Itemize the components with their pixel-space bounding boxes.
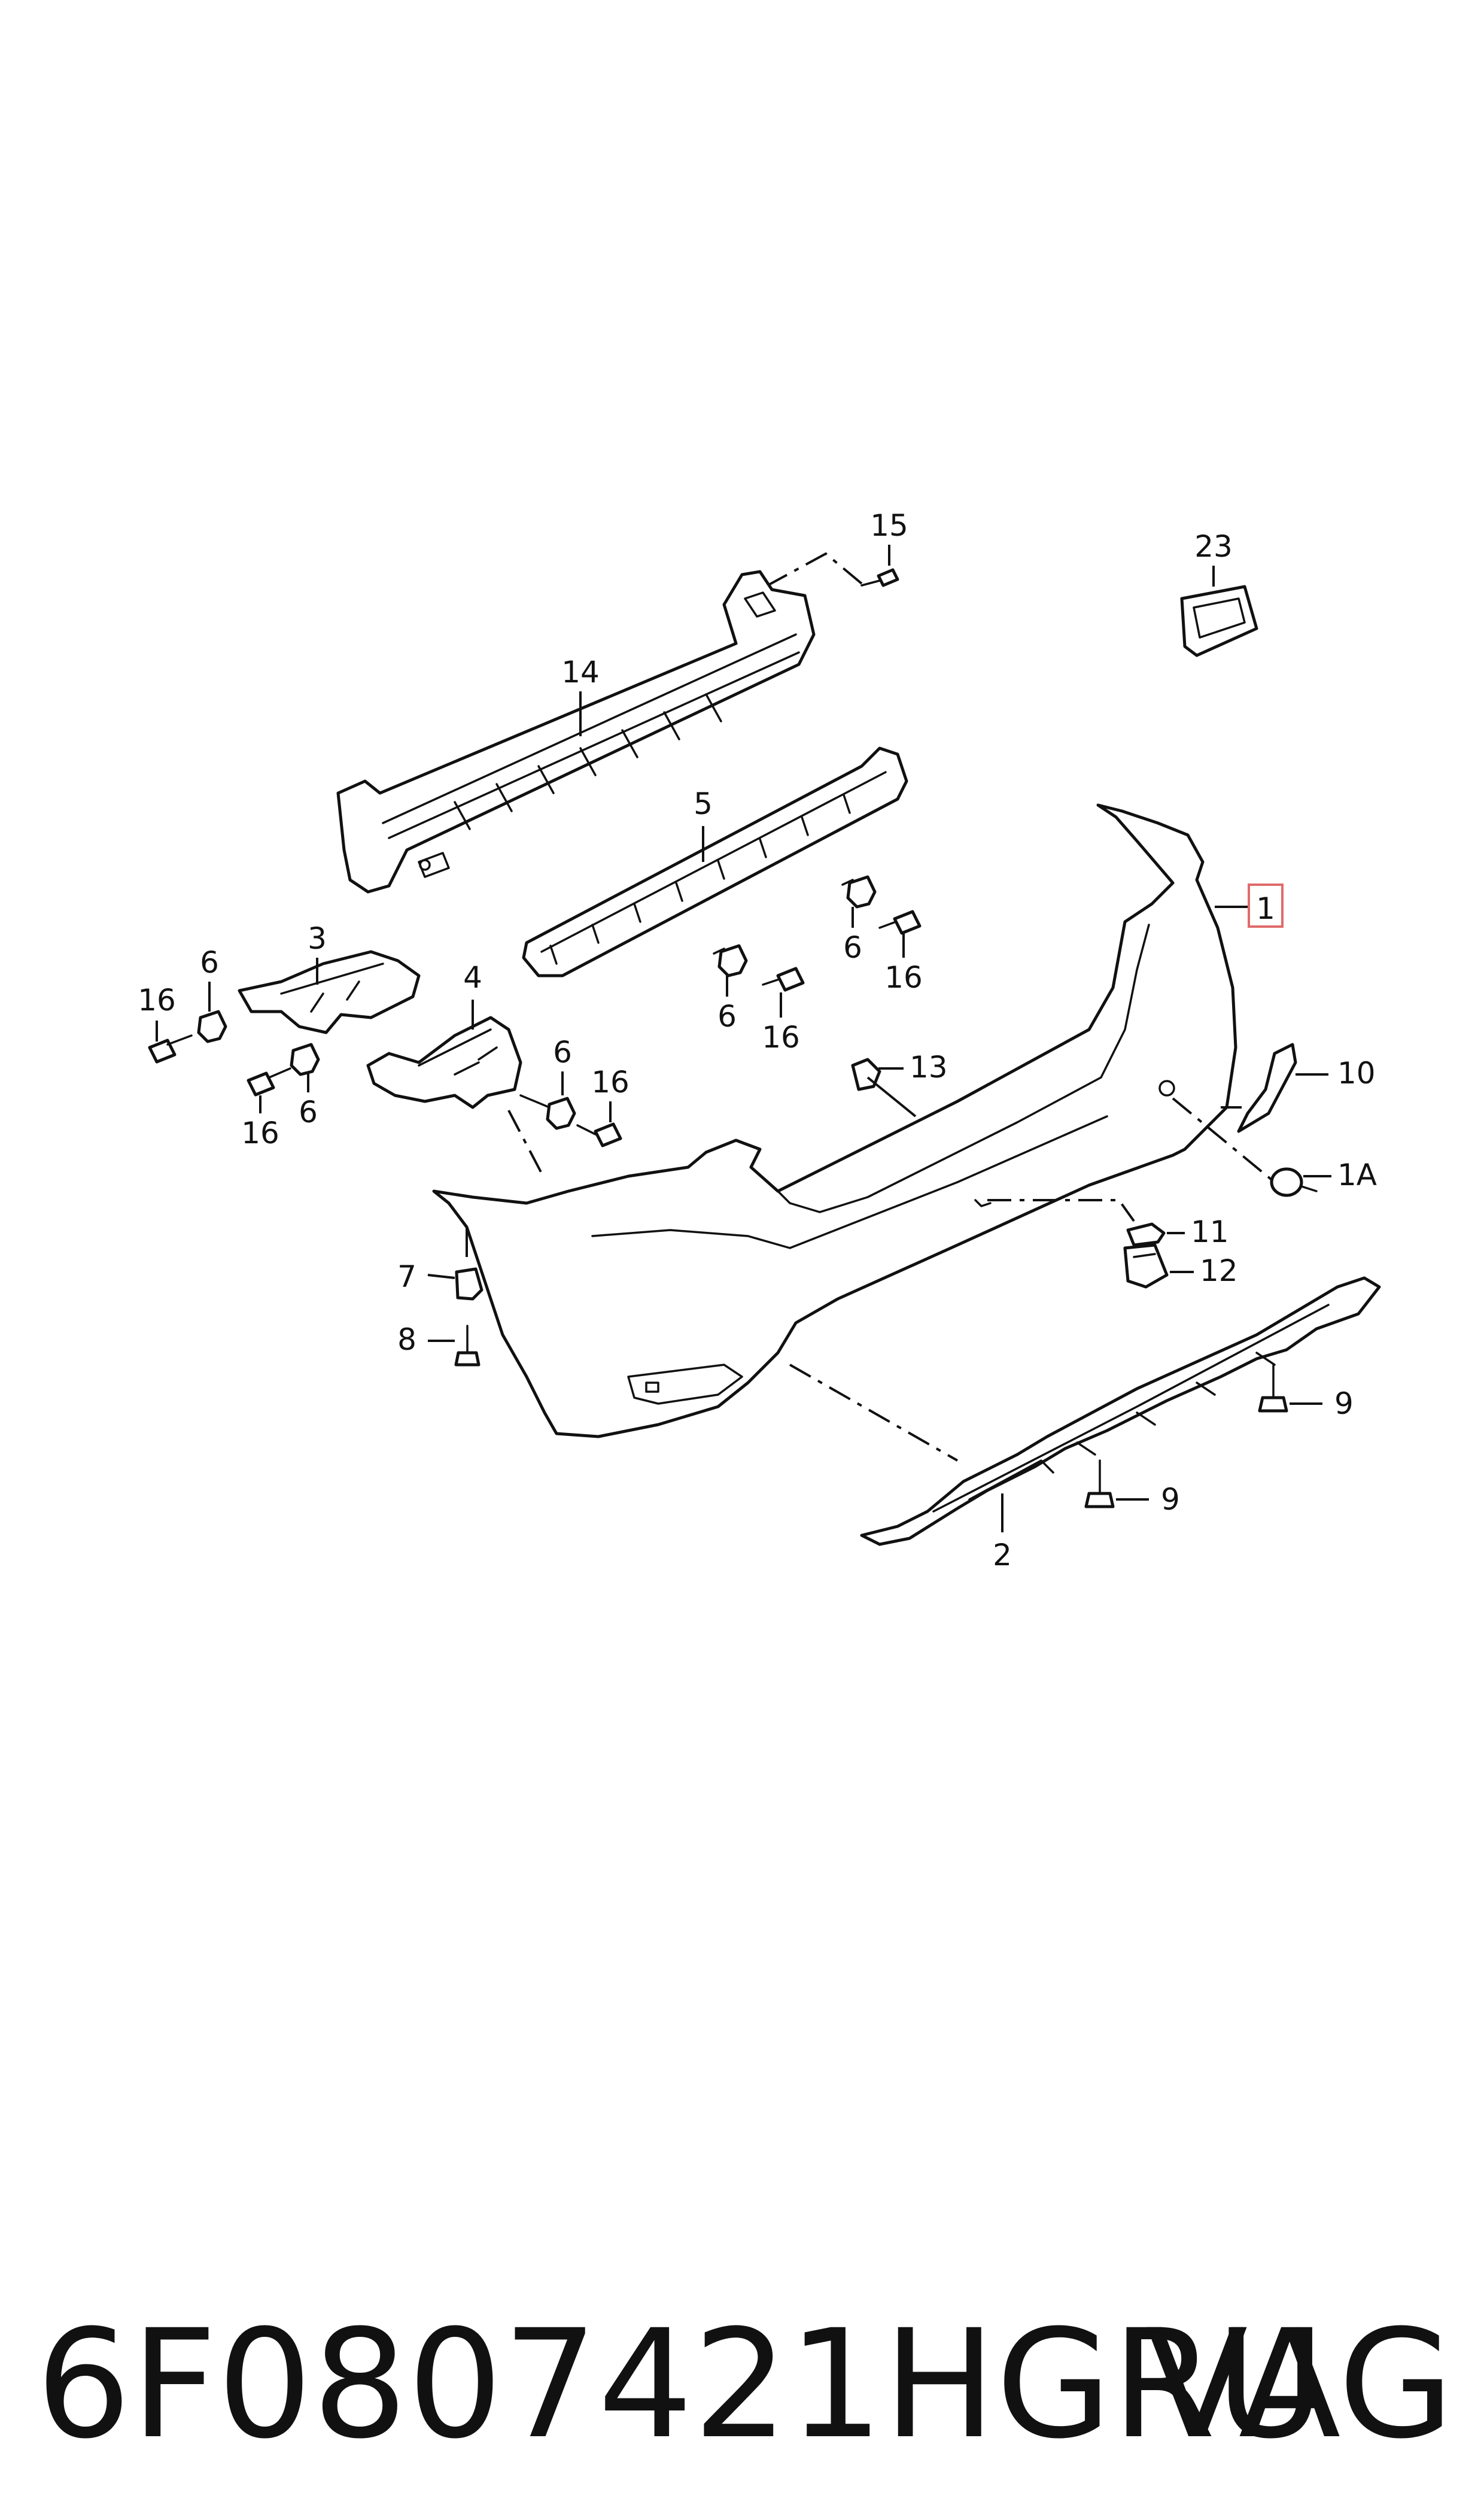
- callout-10: 10: [1337, 1056, 1376, 1091]
- dashed-15: [759, 552, 863, 591]
- part-10-trim: [1237, 1043, 1297, 1133]
- callout-23: 23: [1194, 529, 1233, 564]
- part-7-clip: [455, 1267, 483, 1301]
- part-16-screw-right: [878, 910, 922, 935]
- callout-16b: 16: [762, 1020, 800, 1055]
- callout-6c: 6: [200, 945, 219, 980]
- callout-7: 7: [397, 1259, 416, 1294]
- part-6-clip-far-left: [197, 1010, 227, 1043]
- callout-1: 1: [1256, 891, 1275, 926]
- part-2-diffuser: [860, 1276, 1381, 1546]
- dashed-bumper-sensor: [1172, 1097, 1276, 1183]
- callout-16e: 16: [591, 1065, 630, 1100]
- part-16-screw-far-left: [148, 1034, 193, 1064]
- callout-15: 15: [870, 508, 908, 543]
- part-6-clip-left-lower: [290, 1043, 320, 1076]
- callout-11: 11: [1191, 1215, 1229, 1249]
- callout-14: 14: [561, 655, 600, 690]
- brand-name: VAG: [1146, 2297, 1454, 2472]
- callout-9b: 9: [1161, 1482, 1180, 1517]
- part-6-clip-mid: [713, 944, 748, 977]
- part-14-impact-beam: [336, 570, 816, 894]
- callout-3: 3: [308, 921, 327, 956]
- part-16-screw-left-lower: [247, 1067, 291, 1097]
- callout-1a: 1A: [1337, 1158, 1377, 1192]
- leader-13-to-bumper: [866, 1076, 917, 1118]
- part-6-clip-center: [519, 1094, 576, 1130]
- callout-16a: 16: [884, 960, 923, 995]
- callout-5: 5: [694, 787, 713, 821]
- part-9-screw-left: [1084, 1459, 1115, 1508]
- part-number: 6F0807421HGRU: [36, 2297, 1325, 2472]
- part-16-screw-mid: [762, 967, 805, 992]
- part-4-guide-bracket: [366, 1016, 522, 1109]
- callout-2: 2: [993, 1538, 1012, 1572]
- callout-13: 13: [910, 1050, 948, 1085]
- part-15-bolt: [860, 568, 899, 587]
- callout-6a: 6: [843, 930, 862, 965]
- callout-6e: 6: [553, 1035, 572, 1070]
- callout-9a: 9: [1334, 1386, 1354, 1421]
- callout-16c: 16: [138, 983, 176, 1018]
- part-3-bracket-left: [238, 950, 421, 1034]
- callout-4: 4: [463, 960, 482, 995]
- leader-7: [427, 1274, 455, 1279]
- callout-16d: 16: [241, 1116, 279, 1150]
- callout-8: 8: [397, 1322, 416, 1357]
- part-23-mount: [1180, 585, 1258, 657]
- part-6-clip-right: [841, 875, 877, 909]
- dashed-bumper-clip: [987, 1199, 1135, 1222]
- dashed-bumper-diffuser: [789, 1364, 958, 1462]
- part-1a-cap: [1270, 1167, 1318, 1197]
- part-9-screw-right: [1258, 1364, 1288, 1413]
- callout-6d: 6: [299, 1095, 318, 1130]
- part-12-bracket: [1123, 1243, 1169, 1289]
- part-8-screw: [454, 1325, 481, 1367]
- callout-12: 12: [1200, 1253, 1238, 1288]
- callout-1-highlight: [1248, 883, 1284, 928]
- part-11-clip: [1126, 1222, 1166, 1247]
- part-1-bumper-cover: [432, 803, 1237, 1438]
- part-5-energy-absorber: [522, 746, 908, 977]
- callout-6b: 6: [717, 999, 737, 1034]
- part-16-screw-center: [576, 1122, 622, 1147]
- dashed-bracket-bumper: [507, 1110, 543, 1174]
